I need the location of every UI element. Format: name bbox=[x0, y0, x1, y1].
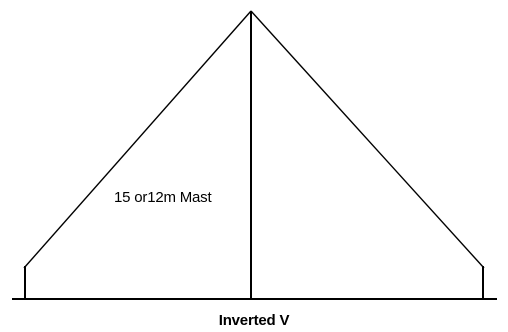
left-antenna-wire bbox=[23, 10, 252, 269]
mast-label: 15 or12m Mast bbox=[114, 189, 212, 206]
diagram-caption: Inverted V bbox=[218, 312, 290, 329]
right-antenna-wire bbox=[250, 10, 485, 269]
